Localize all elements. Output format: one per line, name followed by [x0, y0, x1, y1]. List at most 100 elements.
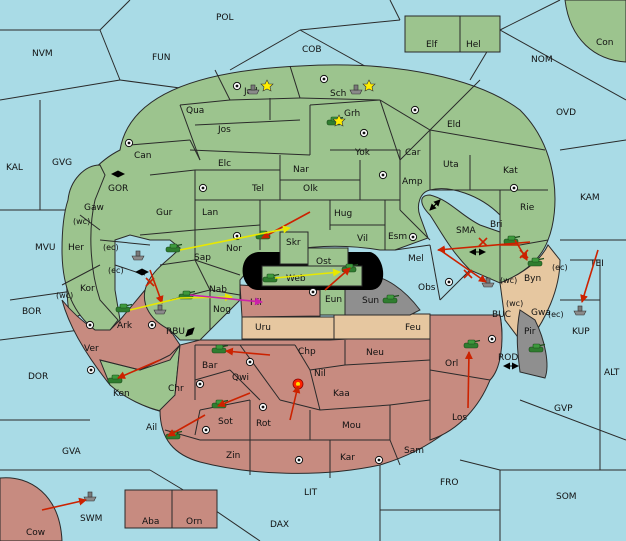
coast-gaw-wc: (wc)	[73, 217, 90, 226]
label-kat: Kat	[503, 166, 518, 176]
label-tei: TEI	[589, 259, 604, 269]
label-sap: Sap	[194, 253, 211, 263]
circle-dot-icon	[319, 74, 329, 84]
region-ken-green	[99, 344, 181, 413]
label-eun: Eun	[325, 295, 342, 305]
label-bar: Bar	[202, 361, 218, 371]
circle-dot-icon	[198, 183, 208, 193]
label-nil: Nil	[314, 369, 326, 379]
label-con: Con	[596, 38, 614, 48]
label-byn: Byn	[524, 274, 541, 284]
circle-dot-icon	[232, 81, 242, 91]
star-icon	[362, 79, 376, 92]
coast-gwa-wc: (wc)	[506, 299, 523, 308]
label-chr: Chr	[168, 384, 184, 394]
label-aba: Aba	[142, 517, 159, 527]
circle-dot-icon	[147, 320, 157, 330]
label-gva: GVA	[62, 447, 82, 457]
label-uta: Uta	[443, 160, 459, 170]
label-sun: Sun	[362, 296, 379, 306]
label-tel: Tel	[251, 184, 264, 194]
label-qwi: Qwi	[232, 373, 249, 383]
circle-dot-icon	[408, 232, 418, 242]
label-hil: Hil	[250, 298, 262, 308]
label-rot: Rot	[256, 419, 271, 429]
label-swm: SWM	[80, 514, 102, 524]
label-sam: Sam	[404, 446, 424, 456]
label-nog: Nog	[213, 305, 231, 315]
region-orn	[171, 489, 218, 529]
label-neu: Neu	[366, 348, 384, 358]
label-cob: COB	[302, 45, 322, 55]
label-yok: Yok	[354, 148, 371, 158]
label-fro: FRO	[440, 478, 459, 488]
star-icon	[332, 114, 346, 127]
label-kam: KAM	[580, 193, 600, 203]
circle-dot-icon	[509, 183, 519, 193]
label-mel: Mel	[408, 254, 424, 264]
label-gvp: GVP	[554, 404, 573, 414]
label-sot: Sot	[218, 417, 233, 427]
label-rod: ROD	[498, 353, 518, 363]
label-ail: Ail	[146, 423, 157, 433]
label-kup: KUP	[572, 327, 590, 337]
region-feu	[333, 313, 431, 340]
region-eun	[319, 287, 346, 316]
region-hel	[459, 15, 501, 53]
label-nor: Nor	[226, 244, 242, 254]
label-ken: Ken	[113, 389, 130, 399]
label-gwa: Gwa	[531, 308, 551, 318]
circle-dot-icon	[308, 287, 318, 297]
land-borders	[61, 65, 549, 478]
label-mou: Mou	[342, 421, 361, 431]
star-markers	[260, 79, 376, 127]
label-qua: Qua	[186, 106, 204, 116]
label-amp: Amp	[402, 177, 423, 187]
label-chp: Chp	[298, 347, 316, 357]
label-feu: Feu	[405, 323, 421, 333]
coast-kor-wc: (wc)	[56, 291, 73, 300]
region-skr	[279, 231, 309, 265]
label-uru: Uru	[255, 323, 271, 333]
label-web: Web	[286, 274, 306, 284]
label-kar: Kar	[340, 453, 355, 463]
label-elf: Elf	[426, 40, 438, 50]
label-fun: FUN	[152, 53, 171, 63]
label-rbu: RBU	[166, 327, 185, 337]
circle-dot-icon	[258, 402, 268, 412]
move-arrow-magenta	[189, 294, 263, 306]
support-arrows-yellow	[129, 225, 341, 311]
x-mark-icon	[145, 237, 529, 287]
label-lan: Lan	[202, 208, 218, 218]
label-car: Car	[405, 148, 421, 158]
circle-dot-icon	[245, 357, 255, 367]
label-can: Can	[134, 151, 152, 161]
label-ver: Ver	[84, 344, 99, 354]
label-kaa: Kaa	[333, 389, 350, 399]
label-gor: GOR	[108, 184, 128, 194]
island-west-arc	[61, 164, 119, 331]
coast-her-ec: (ec)	[103, 243, 119, 252]
label-vil: Vil	[357, 234, 368, 244]
label-nar: Nar	[293, 165, 309, 175]
circle-dot-icon	[201, 425, 211, 435]
label-pir: Pir	[524, 327, 536, 337]
region-elf	[404, 15, 461, 53]
circle-dot-icon	[85, 320, 95, 330]
label-hel: Hel	[466, 40, 481, 50]
region-pir	[516, 309, 548, 379]
label-nvm: NVM	[32, 49, 53, 59]
land-labels: Elf Hel Con Jad Sch Qua Grh Jos Eld Can …	[26, 38, 614, 538]
label-rie: Rie	[520, 203, 535, 213]
label-nom: NOM	[531, 55, 553, 65]
coast-byn-wc: (wc)	[500, 276, 517, 285]
coast-tags: (wc) (ec) (ec) (wc) (wc) (ec) (wc) (ec)	[56, 217, 568, 319]
label-ovd: OVD	[556, 108, 576, 118]
label-eld: Eld	[447, 120, 461, 130]
circle-dot-icon	[378, 170, 388, 180]
label-los: Los	[452, 413, 467, 423]
label-gur: Gur	[156, 208, 173, 218]
label-lit: LIT	[304, 488, 318, 498]
